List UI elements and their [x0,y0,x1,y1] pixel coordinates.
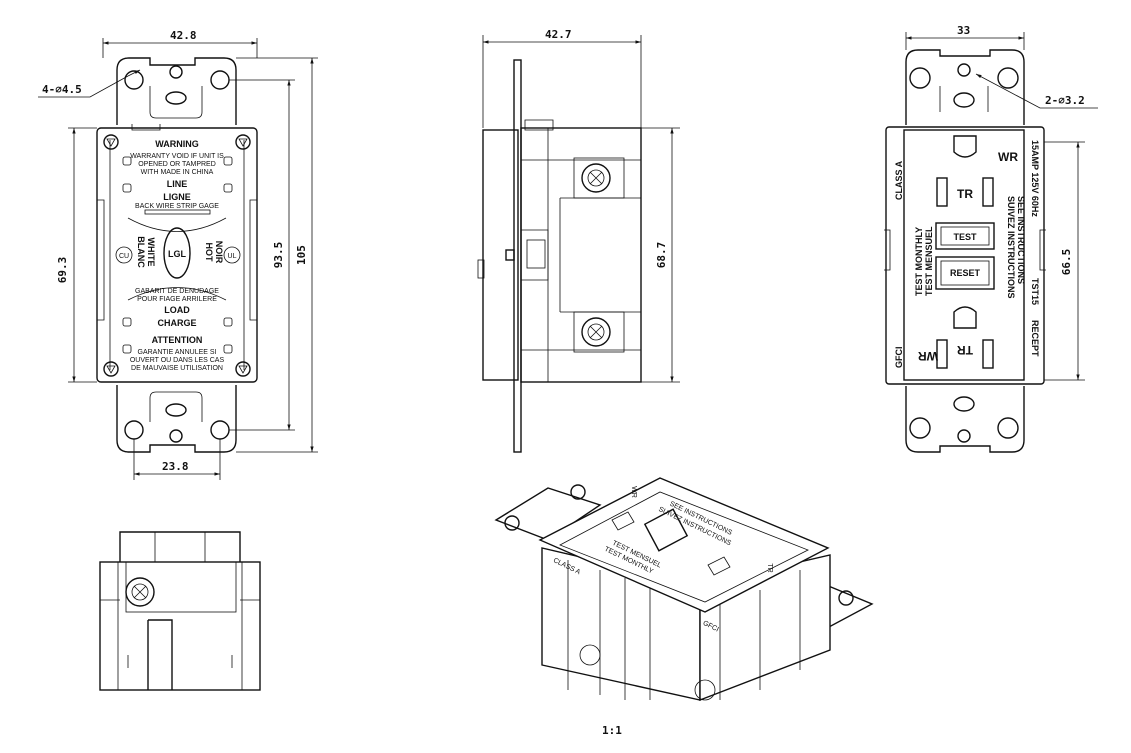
front-dimensions: 42.8 4-∅4.5 69.3 93.5 105 23.8 [38,29,318,480]
svg-text:CHARGE: CHARGE [157,318,196,328]
svg-text:TEST MONTHLY: TEST MONTHLY [914,227,924,296]
svg-text:105: 105 [295,245,308,265]
svg-text:68.7: 68.7 [655,242,668,269]
brand-logo [163,227,191,279]
front-top-left-hole [124,70,144,90]
back-view: TEST RESET CLASS A WR TR 15AMP 125V 60Hz… [884,24,1098,453]
svg-text:GFCI: GFCI [894,347,904,369]
svg-text:NOIR: NOIR [214,241,224,264]
back-bottom-strap [905,386,1025,453]
svg-text:LINE: LINE [167,179,188,189]
front-view: WARNING WARRANTY VOID IF UNIT IS OPENED … [38,29,318,480]
svg-text:42.8: 42.8 [170,29,197,42]
back-top-strap [905,49,1025,125]
warning-label: WARNING [155,139,199,149]
svg-text:LIGNE: LIGNE [163,192,191,202]
iso-top-face [538,477,830,613]
svg-text:WHITE: WHITE [146,238,156,267]
front-body [96,127,258,383]
svg-text:GABARIT DE DENUDAGE: GABARIT DE DENUDAGE [135,288,219,295]
iso-test-reset-buttons [643,508,689,552]
svg-text:SEE INSTRUCTIONS: SEE INSTRUCTIONS [1016,196,1026,284]
back-face [903,129,1025,381]
back-slot-neutral-top [936,177,948,207]
attention-label: ATTENTION [152,335,203,345]
svg-text:GARANTIE ANNULEE SI: GARANTIE ANNULEE SI [138,349,217,356]
side-housing [520,127,642,383]
bottom-terminal-screw [125,577,155,607]
scale-label: 1:1 [602,724,622,737]
svg-text:OPENED OR TAMPRED: OPENED OR TAMPRED [138,161,216,168]
front-wire-ports [122,156,233,354]
svg-text:HOT: HOT [204,243,214,263]
svg-text:WR: WR [918,349,938,363]
ul-mark-icon [223,246,241,264]
svg-text:CLASS A: CLASS A [894,160,904,200]
svg-text:TR: TR [957,187,973,201]
isometric-view: SEE INSTRUCTIONS SUIVEZ INSTRUCTIONS TES… [494,477,874,702]
svg-text:33: 33 [957,24,970,37]
svg-text:TEST MENSUEL: TEST MENSUEL [924,226,934,296]
svg-text:RECEPT: RECEPT [1030,320,1040,357]
svg-text:BACK WIRE STRIP GAGE: BACK WIRE STRIP GAGE [135,203,219,210]
strip-gage [144,209,211,215]
svg-text:TST15: TST15 [1030,278,1040,305]
front-corner-marks [103,134,251,377]
brand-text: LGL [168,249,186,259]
bottom-view [99,531,261,691]
svg-text:WR: WR [630,486,637,498]
svg-text:TEST: TEST [953,232,977,242]
side-terminal-bottom [573,311,625,353]
svg-text:93.5: 93.5 [272,242,285,269]
svg-text:69.3: 69.3 [56,257,69,284]
side-view: 42.7 68.7 [477,28,680,453]
front-top-center-hole [169,65,183,79]
test-button[interactable] [935,222,995,250]
back-ground-slot-top [953,135,977,158]
back-body [885,126,1045,385]
svg-text:15AMP 125V 60Hz: 15AMP 125V 60Hz [1030,140,1040,217]
back-ground-slot-bottom [953,306,977,329]
svg-text:TR: TR [957,343,973,357]
front-top-strap [116,57,237,125]
back-slot-hot-top [982,177,994,207]
svg-text:DE MAUVAISE UTILISATION: DE MAUVAISE UTILISATION [131,365,223,372]
side-terminal-top [573,157,625,199]
svg-text:WR: WR [998,150,1018,164]
side-front-face [482,129,519,381]
svg-text:POUR FIAGE ARRILERE: POUR FIAGE ARRILERE [137,296,217,303]
svg-text:66.5: 66.5 [1060,249,1073,276]
front-bottom-strap [116,385,237,453]
front-top-slot [165,91,187,105]
front-top-right-hole [210,70,230,90]
svg-text:4-∅4.5: 4-∅4.5 [42,83,82,96]
cul-mark-icon [115,246,133,264]
svg-text:RESET: RESET [950,268,981,278]
svg-text:WITH MADE IN CHINA: WITH MADE IN CHINA [141,169,214,176]
svg-text:UL: UL [228,253,237,260]
svg-text:WARRANTY VOID IF UNIT IS: WARRANTY VOID IF UNIT IS [130,153,224,160]
svg-text:TR: TR [766,563,773,572]
svg-text:OUVERT OU DANS LES CAS: OUVERT OU DANS LES CAS [130,357,225,364]
svg-text:BLANC: BLANC [136,236,146,268]
svg-text:23.8: 23.8 [162,460,189,473]
svg-text:SUIVEZ INSTRUCTIONS: SUIVEZ INSTRUCTIONS [1006,196,1016,299]
reset-button[interactable] [935,256,995,290]
svg-text:2-∅3.2: 2-∅3.2 [1045,94,1085,107]
svg-text:CU: CU [119,253,129,260]
svg-text:42.7: 42.7 [545,28,572,41]
svg-text:LOAD: LOAD [164,305,190,315]
